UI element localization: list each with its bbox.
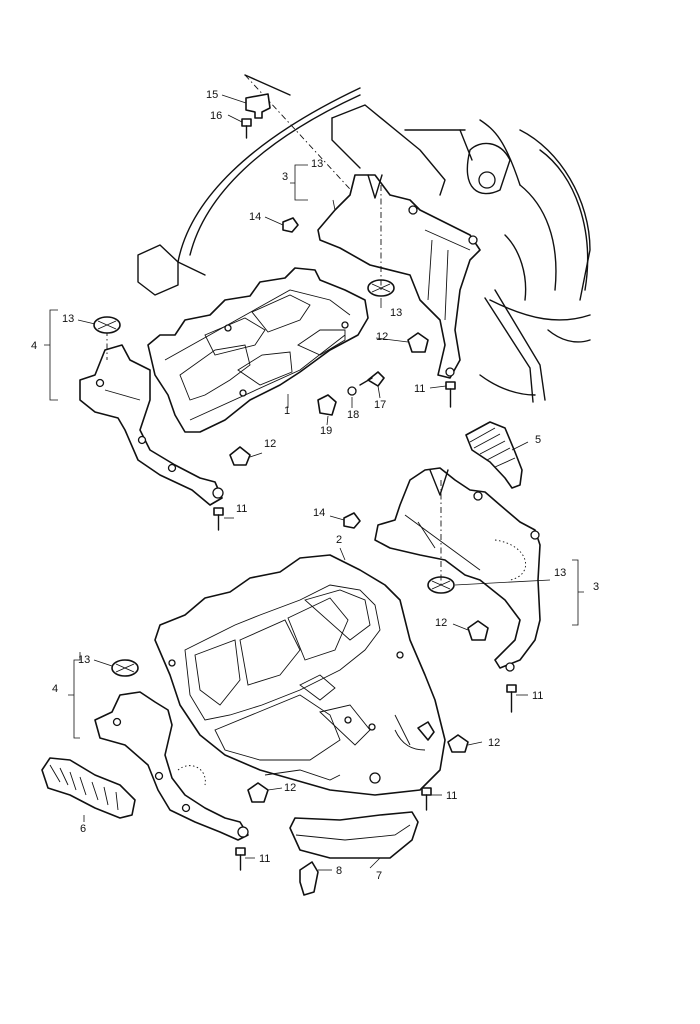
side-bracket-4-lower — [94, 691, 249, 841]
fasteners-lower — [111, 480, 517, 871]
air-duct-6 — [41, 757, 136, 819]
lbl-11c: 11 — [532, 690, 543, 702]
lbl-11e: 11 — [259, 853, 270, 865]
lbl-12c: 12 — [435, 617, 447, 629]
screw-icon — [213, 507, 224, 531]
lbl-13e: 13 — [78, 654, 90, 666]
screw-icon — [235, 847, 246, 871]
lbl-11d: 11 — [446, 790, 457, 802]
bracket-icon — [245, 93, 271, 119]
lbl-13d: 13 — [554, 567, 566, 579]
clip-nut-icon — [229, 446, 251, 466]
clip-nut-icon — [247, 782, 269, 803]
clip-nut-icon — [282, 217, 299, 233]
lbl-14b: 14 — [313, 507, 325, 519]
lbl-13c: 13 — [62, 313, 74, 325]
screw-icon — [421, 787, 432, 811]
side-bracket-3-upper — [317, 174, 481, 379]
screw-icon — [506, 684, 517, 713]
callout-labels: 15 16 3 13 14 13 4 13 12 11 1 19 18 17 1… — [31, 89, 599, 882]
vehicle-body-outline-upper — [137, 74, 591, 403]
lbl-3a: 3 — [282, 171, 288, 183]
lbl-13b: 13 — [390, 307, 402, 319]
trim-rail-7 — [289, 811, 419, 859]
lbl-3b: 3 — [593, 581, 599, 593]
underbody-shield-2 — [154, 554, 446, 796]
lbl-7: 7 — [376, 870, 382, 882]
lbl-12d: 12 — [488, 737, 500, 749]
clip-nut-icon — [467, 620, 489, 641]
clip-nut-icon — [417, 721, 435, 741]
retainer-8 — [299, 861, 319, 896]
screw-icon — [445, 381, 456, 408]
fasteners-upper — [93, 93, 456, 531]
side-bracket-4-upper — [79, 330, 224, 506]
air-duct-boot-5 — [465, 421, 523, 489]
lbl-4a: 4 — [31, 340, 37, 352]
lbl-2: 2 — [336, 534, 342, 546]
side-bracket-3-lower — [374, 467, 541, 672]
lbl-4b: 4 — [52, 683, 58, 695]
clip-nut-icon — [447, 734, 469, 753]
expansion-rivet-icon — [367, 279, 395, 297]
expansion-rivet-icon — [93, 316, 121, 334]
lbl-19: 19 — [320, 425, 332, 437]
lbl-14a: 14 — [249, 211, 261, 223]
lbl-17: 17 — [374, 399, 386, 411]
lbl-11b: 11 — [236, 503, 247, 515]
lbl-15a: 15 — [206, 89, 218, 101]
lbl-12b: 12 — [264, 438, 276, 450]
lbl-18: 18 — [347, 409, 359, 421]
screw-icon — [241, 118, 252, 139]
expansion-rivet-icon — [111, 659, 139, 677]
lbl-5: 5 — [535, 434, 541, 446]
lbl-11a: 11 — [414, 383, 425, 395]
clip-nut-icon — [317, 394, 337, 416]
lbl-1: 1 — [284, 405, 290, 417]
lbl-16a: 16 — [210, 110, 222, 122]
lbl-13a: 13 — [311, 158, 323, 170]
clip-nut-icon — [407, 332, 429, 353]
lbl-12a: 12 — [376, 331, 388, 343]
lbl-6: 6 — [80, 823, 86, 835]
lbl-12e: 12 — [284, 782, 296, 794]
lbl-8: 8 — [336, 865, 342, 877]
clip-nut-icon — [343, 512, 361, 529]
leader-lines — [44, 94, 584, 871]
underbody-shield-1 — [147, 267, 369, 433]
